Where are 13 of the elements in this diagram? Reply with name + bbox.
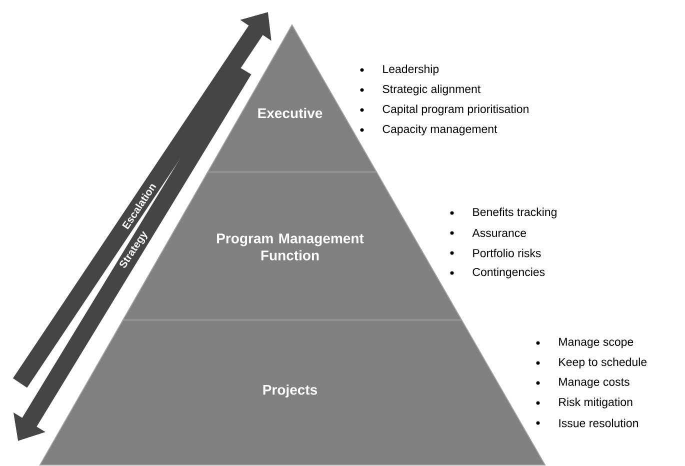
bullet-text: Benefits tracking: [473, 208, 556, 218]
bullet-text: Contingencies: [472, 268, 545, 278]
bullet-text: Manage costs: [559, 378, 630, 388]
bullet-text: Manage scope: [559, 338, 634, 348]
bullet-text: Strategic alignment: [382, 84, 481, 96]
bullet-text: Issue resolution: [559, 418, 638, 428]
bullet-text: Leadership: [383, 64, 439, 76]
bullet-text: Risk mitigation: [559, 398, 632, 408]
bullet-text: Capital program prioritisation: [382, 104, 528, 116]
bullet-text: Keep to schedule: [559, 358, 647, 368]
bullet-text: Portfolio risks: [473, 248, 541, 258]
bullet-text: Assurance: [472, 229, 526, 237]
bullet-text: Capacity management: [382, 124, 498, 136]
